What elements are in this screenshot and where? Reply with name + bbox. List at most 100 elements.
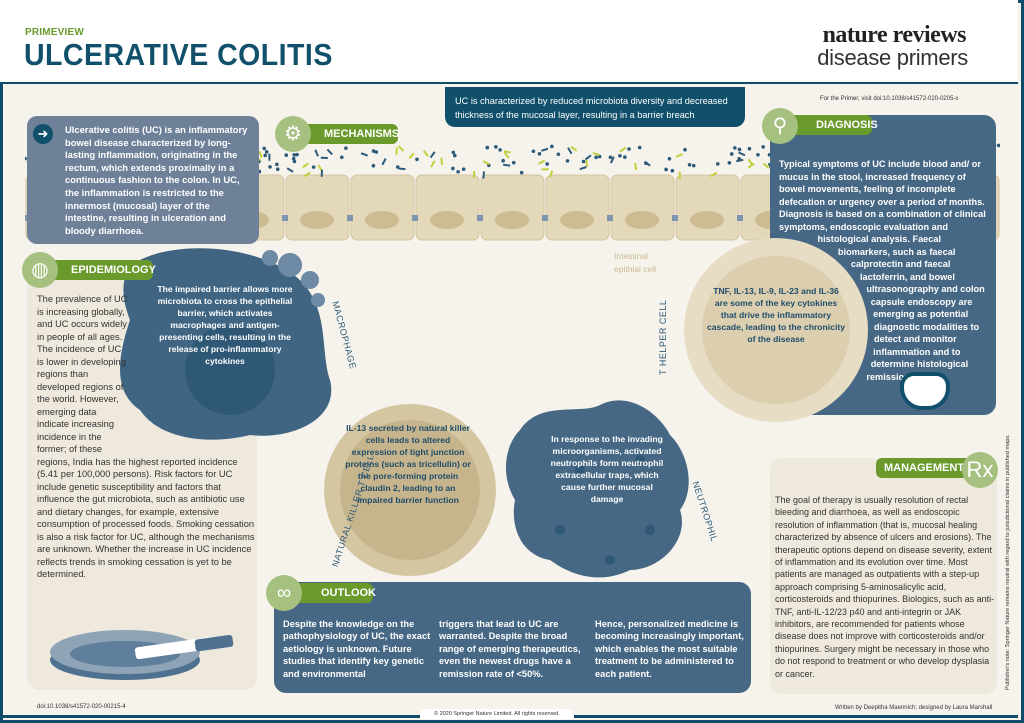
microbe-rod — [609, 156, 615, 164]
microbe-rod — [585, 159, 589, 167]
microbe-dot — [670, 168, 675, 173]
tight-junction — [477, 215, 483, 221]
microbe-rod — [268, 153, 271, 161]
toilet-icon — [900, 372, 950, 410]
microbe-dot — [737, 147, 742, 152]
t-helper-text: TNF, IL-13, IL-9, IL-23 and IL-36 are so… — [706, 286, 846, 344]
microbe-rod — [314, 149, 319, 157]
microbe-rod — [482, 160, 490, 166]
microbe-dot — [415, 157, 419, 162]
kicker: PRIMEVIEW — [25, 27, 85, 38]
outlook-column-3: Hence, personalized medicine is becoming… — [595, 619, 744, 679]
microbe-rod — [398, 167, 406, 171]
tight-junction — [607, 215, 613, 221]
neutrophil-cell — [505, 400, 689, 578]
summary-banner: UC is characterized by reduced microbiot… — [445, 87, 745, 127]
microbe-dot — [262, 146, 267, 151]
epidemiology-tag: EPIDEMIOLOGY — [45, 260, 156, 280]
tight-junction — [282, 215, 288, 221]
epithelial-cell — [610, 174, 675, 241]
microbe-dot — [453, 153, 457, 158]
cell-nucleus — [365, 211, 399, 229]
microbe-dot — [537, 152, 542, 156]
microbe-rod — [592, 151, 600, 157]
microbe-rod — [326, 148, 333, 156]
t-helper-label: T HELPER CELL — [658, 299, 668, 375]
natural-killer-cell — [324, 404, 496, 576]
microbe-dot — [715, 162, 720, 166]
microbe-rod — [537, 159, 546, 165]
epidemiology-text: The prevalence of UC is increasing globa… — [37, 294, 255, 579]
microbe-rod — [429, 151, 436, 159]
cell-nucleus — [430, 211, 464, 229]
microbe-rod — [320, 156, 328, 160]
brand-line1: nature reviews — [822, 22, 967, 48]
microbe-rod — [503, 151, 510, 159]
microbe-dot — [374, 150, 379, 154]
microbe-dot — [371, 163, 376, 168]
microbe-rod — [397, 145, 405, 152]
mechanisms-tag: MECHANISMS — [298, 124, 399, 144]
microbe-dot — [608, 155, 613, 160]
microbe-dot — [275, 162, 279, 167]
microbe-dot — [519, 170, 524, 175]
microbe-rod — [502, 163, 511, 167]
microbe-dot — [292, 153, 297, 157]
intro-text: Ulcerative colitis (UC) is an inflammato… — [65, 124, 248, 236]
cell-nucleus — [690, 211, 724, 229]
microbe-rod — [423, 150, 429, 157]
diagnosis-text: Typical symptoms of UC include blood and… — [779, 159, 986, 382]
microbe-dot — [618, 153, 622, 158]
microbe-dot — [501, 158, 505, 163]
management-panel — [770, 458, 997, 694]
microbe-dot — [275, 167, 280, 171]
neutrophil-text: In response to the invading microorganis… — [550, 434, 664, 504]
epidemiology-text-block: The prevalence of UC is increasing globa… — [37, 293, 259, 581]
credits: Written by Deepitha Maennich; designed b… — [835, 705, 993, 711]
microbe-rod — [360, 152, 369, 157]
epithelial-cell — [285, 174, 350, 241]
microbe-rod — [634, 162, 638, 171]
tight-junction — [737, 215, 743, 221]
macrophage-cell — [120, 248, 332, 440]
epithelial-cell — [675, 174, 740, 241]
arrow-right-icon: ➜ — [33, 124, 53, 144]
microbe-rod — [762, 162, 770, 169]
microbe-rod — [317, 164, 323, 172]
cell-nucleus — [560, 211, 594, 229]
microbe-dot — [667, 156, 672, 161]
microbe-rod — [381, 158, 387, 166]
microbe-dot — [664, 167, 668, 172]
epithelial-cell — [480, 174, 545, 241]
microbe-dot — [727, 160, 732, 165]
microbe-dot — [581, 159, 586, 164]
outlook-tag: OUTLOOK — [295, 583, 376, 603]
ashtray-illustration — [45, 610, 245, 695]
microbe-dot — [292, 159, 297, 164]
epithelial-cell — [415, 174, 480, 241]
intro-box: Ulcerative colitis (UC) is an inflammato… — [27, 116, 259, 244]
microbe-dot — [627, 147, 631, 151]
microbe-dot — [371, 149, 376, 153]
publisher-note: Publisher's note: Springer Nature remain… — [1005, 434, 1011, 690]
microbe-dot — [756, 152, 760, 157]
microbe-rod — [567, 147, 573, 155]
microbe-rod — [395, 147, 398, 155]
doi-link[interactable]: doi:10.1038/s41572-020-00215-4 — [37, 704, 126, 710]
microbe-dot — [623, 155, 627, 159]
microbe-rod — [643, 160, 651, 167]
microbe-dot — [494, 145, 498, 149]
globe-icon: ◍ — [22, 252, 58, 288]
tight-junction — [672, 215, 678, 221]
microbe-dot — [456, 169, 460, 174]
copyright: © 2020 Springer Nature Limited. All righ… — [420, 709, 574, 719]
epithelial-cell — [545, 174, 610, 241]
microbe-dot — [485, 145, 490, 150]
outlook-column-2: triggers that lead to UC are warranted. … — [439, 619, 581, 679]
microbe-dot — [291, 156, 296, 161]
microbe-dot — [691, 163, 696, 168]
microbe-rod — [747, 158, 754, 166]
microbe-rod — [579, 166, 587, 171]
microbe-rod — [584, 154, 592, 161]
primer-link[interactable]: For the Primer, visit doi:10.1038/s41572… — [820, 96, 959, 102]
